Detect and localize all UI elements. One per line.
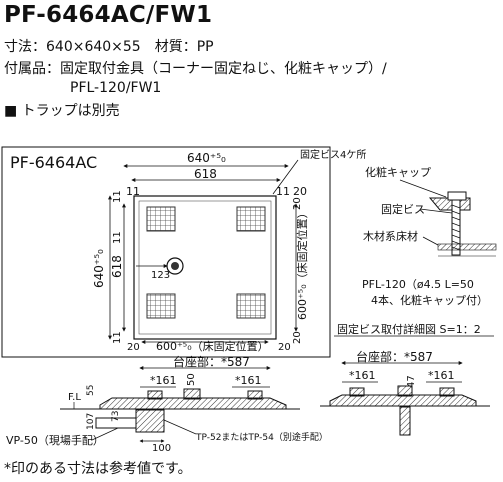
- inner-width-label: 618: [194, 167, 217, 181]
- detail-floor-label: 木材系床材: [363, 229, 418, 243]
- right-fixed-label: 600⁺⁵₀（床固定位置）: [295, 207, 309, 320]
- base-label-left: 台座部：*587: [173, 354, 250, 369]
- detail-scale-label: 固定ビス取付詳細図 S=1：2: [337, 322, 481, 336]
- plan-model-label: PF-6464AC: [10, 153, 97, 172]
- vp-leader: [91, 427, 119, 441]
- height-73-label: 73: [111, 411, 121, 422]
- screw-note: 固定ビス4ケ所: [300, 148, 366, 161]
- dim-161-b: *161: [235, 374, 262, 387]
- vp-pipe: [95, 417, 137, 429]
- side-foot-a: [349, 387, 365, 397]
- accessories-continuation: PFL-120/FW1: [70, 80, 162, 96]
- margin-right-lower: 20: [292, 331, 303, 344]
- drain-center: [171, 262, 179, 270]
- trap-note: ■ トラップは別売: [4, 103, 120, 119]
- vp-label: VP-50（現場手配）: [6, 433, 104, 447]
- fixing-screw: [451, 199, 461, 256]
- accessories-line: 付属品：固定取付金具（コーナー固定ねじ、化粧キャップ）/: [4, 61, 387, 77]
- height-107-label: 107: [86, 413, 96, 430]
- fl-label: F.L: [68, 392, 81, 403]
- margin-bottom-left: 20: [127, 342, 140, 353]
- margin-left-top: 11: [126, 185, 140, 198]
- dim-161-c: *161: [349, 369, 376, 382]
- inner-height-label: 618: [110, 255, 124, 278]
- decor-cap: [447, 191, 467, 201]
- side-section: [329, 394, 477, 407]
- screw-detail-leader: [419, 208, 453, 214]
- screw-leader: [272, 159, 299, 195]
- foot-a: [147, 390, 163, 400]
- side-foot-b: [439, 387, 455, 397]
- plan-frame: [1, 146, 331, 358]
- dim-161-a: *161: [150, 374, 177, 387]
- pad-top-right: [236, 206, 266, 232]
- foot-b: [247, 390, 263, 400]
- pad-bottom-left: [146, 293, 176, 319]
- margin-left-lower: 11: [112, 331, 123, 344]
- margin-right-top-20: 20: [293, 185, 307, 198]
- page-title: PF-6464AC/FW1: [4, 2, 213, 28]
- height-50-label: 50: [186, 373, 197, 386]
- pfl-line-2: 4本、化粧キャップ付）: [371, 293, 488, 307]
- floor-leader: [422, 236, 439, 246]
- dimensions-material-line: 寸法：640×640×55 材質：PP: [4, 39, 214, 55]
- drain-offset-label: 123: [151, 270, 170, 281]
- margin-bottom-right: 20: [278, 342, 291, 353]
- left-height-label: 640⁺⁵₀: [92, 249, 106, 288]
- tp-leader: [163, 419, 197, 435]
- pad-bottom-right: [236, 293, 266, 319]
- pfl-line-1: PFL-120（ø4.5 L=50: [362, 278, 474, 291]
- drain-boss: [183, 388, 201, 400]
- margin-right-top: 11: [276, 185, 290, 198]
- side-trap: [399, 406, 411, 436]
- top-width-label: 640⁺⁵₀: [187, 151, 226, 165]
- detail-screw-label: 固定ビス: [381, 202, 425, 216]
- height-47-label: 47: [406, 375, 417, 388]
- bottom-fixed-label: 600⁺⁵₀（床固定位置）: [156, 339, 269, 353]
- screw-thread: [451, 204, 461, 251]
- base-label-right: 台座部：*587: [356, 349, 433, 364]
- dim-161-d: *161: [428, 369, 455, 382]
- margin-left-upper: 11: [112, 190, 123, 203]
- pan-inner-rim: [138, 200, 272, 335]
- margin-left-mid: 11: [112, 231, 123, 244]
- pan-section: [99, 397, 287, 410]
- trap-body: [135, 409, 165, 433]
- cap-leader: [399, 179, 447, 198]
- height-55-label: 55: [86, 385, 96, 396]
- footnote: *印のある寸法は参考値です。: [4, 461, 192, 477]
- margin-right-upper: 20: [292, 197, 303, 210]
- floor-board-section: [437, 243, 497, 251]
- side-boss: [397, 385, 413, 397]
- d100-label: 100: [152, 443, 171, 454]
- pad-top-left: [146, 206, 176, 232]
- tp-label: TP-52またはTP-54（別途手配）: [195, 431, 328, 443]
- detail-cap-label: 化粧キャップ: [365, 165, 431, 179]
